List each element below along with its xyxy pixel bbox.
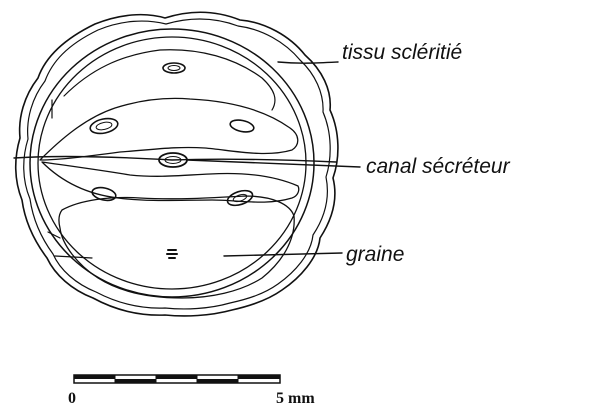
bottom-seed-outline — [59, 196, 294, 298]
label-secretory-canal: canal sécréteur — [366, 156, 510, 177]
leader-line-canal — [187, 160, 360, 167]
lower-seed-outline — [42, 162, 299, 202]
secretory-canal-lower-right — [226, 188, 255, 208]
label-sclerified-tissue: tissu scléritié — [342, 42, 462, 63]
leader-line-sclerified — [278, 62, 338, 63]
scale-bar — [74, 375, 280, 383]
secretory-canal-upper-right — [229, 118, 255, 134]
scale-start-label: 0 — [68, 391, 76, 407]
secretory-canal-top — [163, 63, 185, 73]
secretory-canal-upper-left — [89, 116, 119, 136]
label-seed: graine — [346, 244, 404, 265]
scale-end-label: 5 mm — [276, 391, 315, 407]
embryo-mark — [167, 250, 177, 258]
upper-seed-outline — [40, 98, 298, 160]
